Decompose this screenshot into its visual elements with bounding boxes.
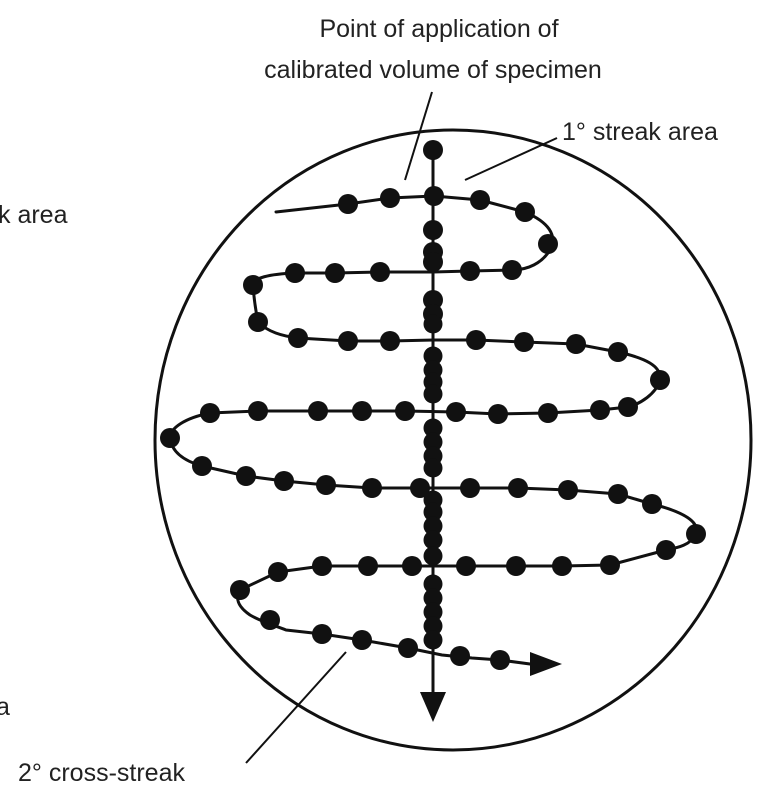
colony-dot (460, 261, 480, 281)
colony-dot (230, 580, 250, 600)
colony-dot (274, 471, 294, 491)
colony-dot (466, 330, 486, 350)
secondary-streak-leader-line (246, 652, 346, 763)
secondary-cross-streak-label: 2° cross-streak (18, 759, 185, 787)
colony-dot (338, 331, 358, 351)
colony-dot (236, 466, 256, 486)
colony-dot (352, 630, 372, 650)
colony-dot (312, 556, 332, 576)
colony-dot (460, 478, 480, 498)
colony-dot (370, 262, 390, 282)
colony-dot (566, 334, 586, 354)
colony-dot (538, 403, 558, 423)
colony-dot (260, 610, 280, 630)
left-partial-label-2: a (0, 693, 10, 721)
colony-dot (552, 556, 572, 576)
colony-dot (608, 342, 628, 362)
colony-dot (192, 456, 212, 476)
colony-dot (395, 401, 415, 421)
colony-dot (488, 404, 508, 424)
colony-dot (352, 401, 372, 421)
colony-dot (248, 401, 268, 421)
colony-dot (423, 220, 443, 240)
colony-dot (470, 190, 490, 210)
colony-dot (308, 401, 328, 421)
colony-dot (325, 263, 345, 283)
left-partial-label-1: k area (0, 201, 68, 229)
colony-dot (160, 428, 180, 448)
colony-dot (618, 397, 638, 417)
colony-dot (514, 332, 534, 352)
primary-streak-leader-line (465, 138, 557, 180)
colony-dot (600, 555, 620, 575)
colony-dot (490, 650, 510, 670)
colony-dot (248, 312, 268, 332)
colony-dot (398, 638, 418, 658)
colony-dot (642, 494, 662, 514)
colony-dot (450, 646, 470, 666)
colony-dot (316, 475, 336, 495)
colony-dot (686, 524, 706, 544)
colony-dot (423, 140, 443, 160)
colony-dot (424, 547, 443, 566)
colony-dot (338, 194, 358, 214)
colony-dot (200, 403, 220, 423)
colony-dot (590, 400, 610, 420)
colony-dot (446, 402, 466, 422)
colony-dot (424, 186, 444, 206)
colony-dot (288, 328, 308, 348)
colony-dot (423, 252, 443, 272)
cross-streak-arrowhead (420, 692, 446, 722)
streak-arrowhead (530, 652, 562, 676)
colony-dot (380, 331, 400, 351)
colony-dot (402, 556, 422, 576)
application-label-line2: calibrated volume of specimen (264, 56, 602, 84)
colony-dot (424, 315, 443, 334)
colony-dot (424, 631, 443, 650)
colony-dot (243, 275, 263, 295)
colony-dot (508, 478, 528, 498)
colony-dot (650, 370, 670, 390)
colony-dot (268, 562, 288, 582)
application-label-line1: Point of application of (319, 15, 558, 43)
colony-dot (656, 540, 676, 560)
colony-dot (424, 385, 443, 404)
colony-dot (285, 263, 305, 283)
colony-dot (424, 459, 443, 478)
colony-dot (506, 556, 526, 576)
colony-dot (608, 484, 628, 504)
colony-dot (358, 556, 378, 576)
colony-dot (312, 624, 332, 644)
colony-dot (515, 202, 535, 222)
colony-dot (362, 478, 382, 498)
application-leader-line (405, 92, 432, 180)
colony-dot (558, 480, 578, 500)
colony-dot (456, 556, 476, 576)
colony-dot (538, 234, 558, 254)
colony-dot (502, 260, 522, 280)
primary-streak-label: 1° streak area (562, 118, 718, 146)
colony-dot (380, 188, 400, 208)
